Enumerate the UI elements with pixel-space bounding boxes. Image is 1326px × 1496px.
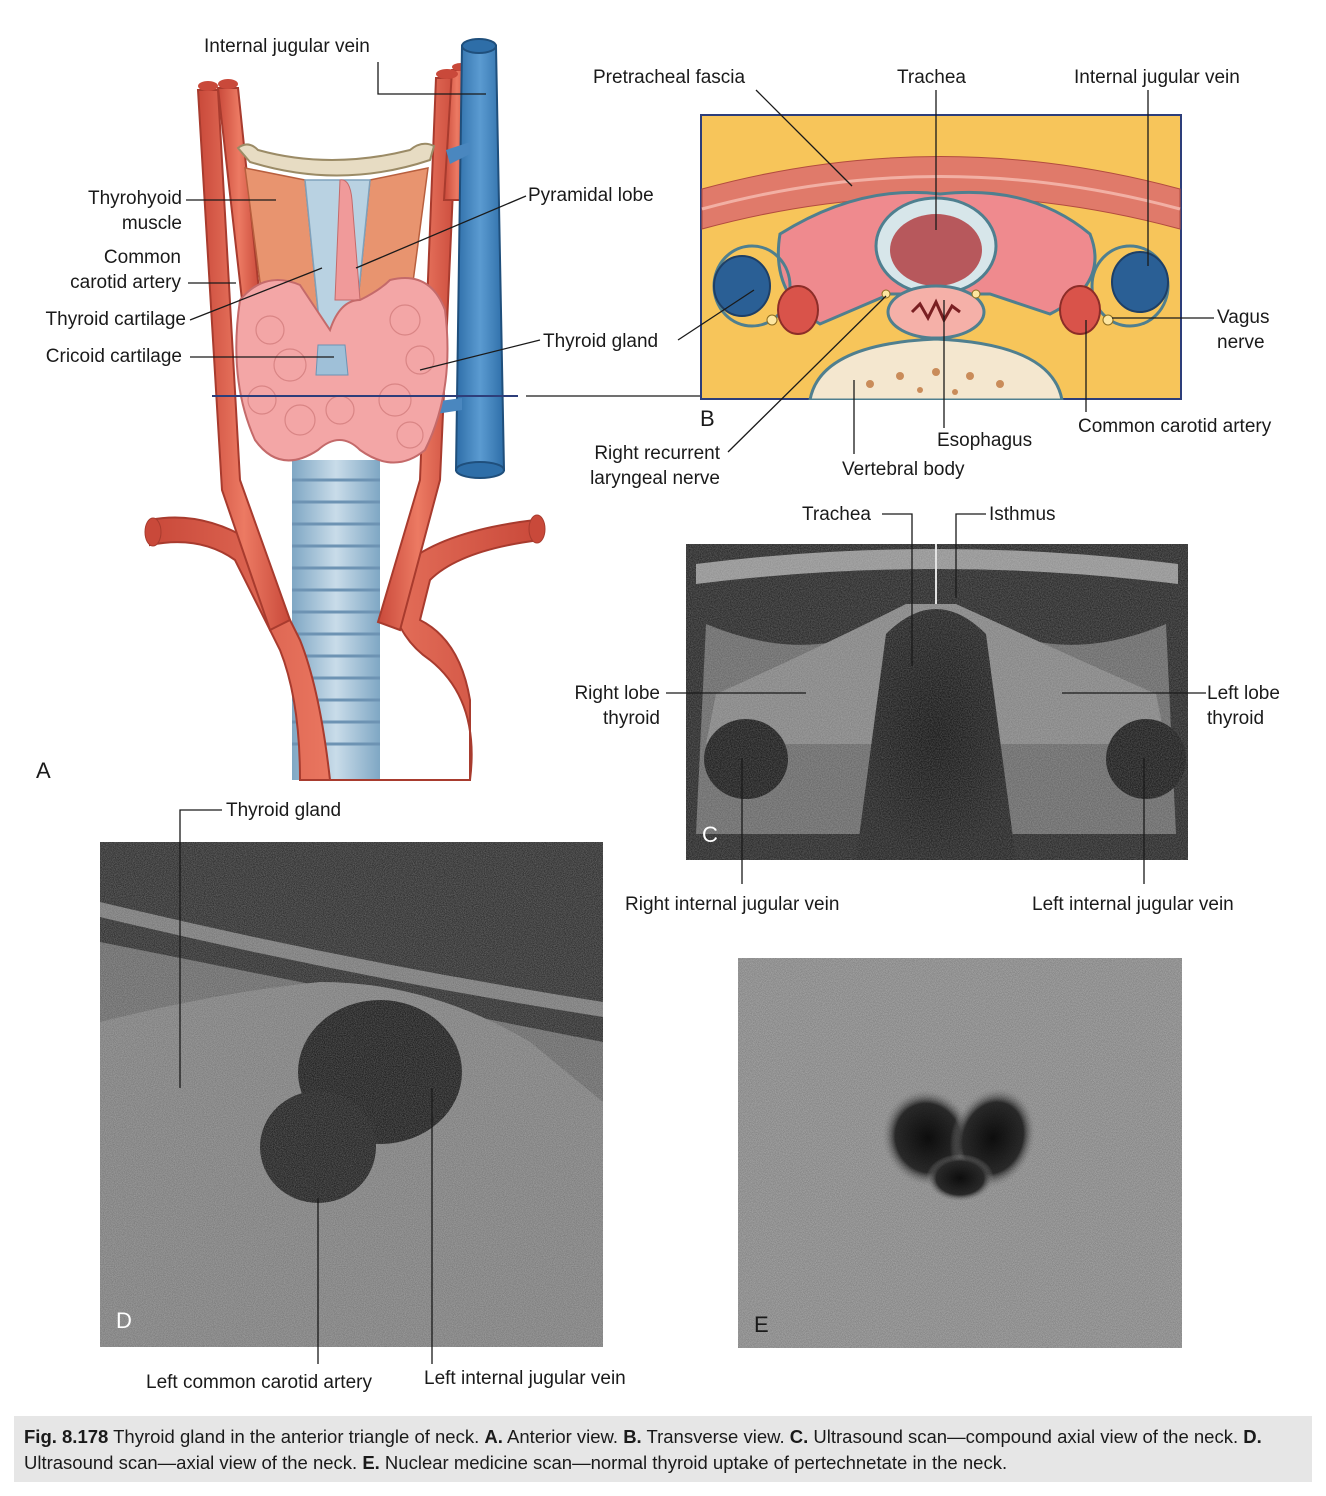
label-rrln-line2: laryngeal nerve xyxy=(590,468,720,489)
caption-fig-number: Fig. 8.178 xyxy=(24,1426,109,1447)
hyoid-bone xyxy=(236,142,436,177)
label-common-carotid-b: Common carotid artery xyxy=(1078,416,1272,437)
label-left-ijv-d: Left internal jugular vein xyxy=(424,1368,626,1389)
label-rrln-line1: Right recurrent xyxy=(594,443,720,464)
label-internal-jugular-vein-b: Internal jugular vein xyxy=(1074,67,1240,88)
panel-letter-d: D xyxy=(116,1308,132,1333)
label-pyramidal-lobe: Pyramidal lobe xyxy=(528,185,654,206)
label-left-cca: Left common carotid artery xyxy=(146,1372,372,1393)
label-common-carotid-line2: carotid artery xyxy=(70,272,181,293)
caption-a-text: Anterior view. xyxy=(502,1426,624,1447)
caption-b-key: B. xyxy=(623,1426,642,1447)
label-esophagus: Esophagus xyxy=(937,430,1033,451)
label-pretracheal-fascia: Pretracheal fascia xyxy=(593,67,746,88)
label-isthmus: Isthmus xyxy=(989,504,1056,525)
panel-b-cross-section xyxy=(700,114,1182,400)
caption-d-text: Ultrasound scan—axial view of the neck. xyxy=(24,1452,363,1473)
internal-jugular-vein xyxy=(432,38,506,479)
label-thyroid-gland-a: Thyroid gland xyxy=(543,331,659,352)
caption-e-key: E. xyxy=(362,1452,380,1473)
label-right-lobe-line2: thyroid xyxy=(602,708,660,729)
panel-d-ultrasound xyxy=(100,842,603,1347)
label-common-carotid-line1: Common xyxy=(103,247,181,268)
panel-c-ultrasound xyxy=(686,544,1188,860)
caption-c-key: C. xyxy=(789,1426,809,1447)
label-left-ijv-c: Left internal jugular vein xyxy=(1032,894,1234,915)
caption-c-text: Ultrasound scan—compound axial view of t… xyxy=(808,1426,1244,1447)
panel-letter-c: C xyxy=(702,822,718,847)
label-thyroid-cartilage: Thyroid cartilage xyxy=(45,309,186,330)
label-left-lobe-line1: Left lobe xyxy=(1207,683,1280,704)
label-thyroid-gland-d: Thyroid gland xyxy=(226,800,342,821)
caption-e-text: Nuclear medicine scan—normal thyroid upt… xyxy=(379,1452,1008,1473)
label-thyrohyoid-line1: Thyrohyoid xyxy=(88,188,182,209)
label-internal-jugular-vein-a: Internal jugular vein xyxy=(204,36,370,57)
label-right-lobe-line1: Right lobe xyxy=(574,683,660,704)
label-thyrohyoid-line2: muscle xyxy=(121,213,182,234)
panel-e-nuclear-scan xyxy=(738,958,1182,1348)
label-vagus-line1: Vagus xyxy=(1217,307,1270,328)
caption-b-text: Transverse view. xyxy=(641,1426,790,1447)
panel-letter-e: E xyxy=(754,1312,769,1337)
label-left-lobe-line2: thyroid xyxy=(1207,708,1265,729)
label-trachea-b: Trachea xyxy=(897,67,966,88)
label-vagus-line2: nerve xyxy=(1217,332,1265,353)
caption-title: Thyroid gland in the anterior triangle o… xyxy=(108,1426,485,1447)
caption-d-key: D. xyxy=(1243,1426,1262,1447)
panel-letter-b: B xyxy=(700,406,715,431)
label-trachea-c: Trachea xyxy=(802,504,871,525)
label-right-ijv: Right internal jugular vein xyxy=(625,894,840,915)
figure-caption: Fig. 8.178 Thyroid gland in the anterior… xyxy=(14,1416,1312,1482)
panel-letter-a: A xyxy=(36,758,51,783)
aortic-arch xyxy=(144,514,546,781)
panel-a-illustration xyxy=(144,38,546,781)
label-vertebral-body: Vertebral body xyxy=(842,459,965,480)
label-cricoid-cartilage: Cricoid cartilage xyxy=(45,346,182,367)
caption-a-key: A. xyxy=(484,1426,503,1447)
